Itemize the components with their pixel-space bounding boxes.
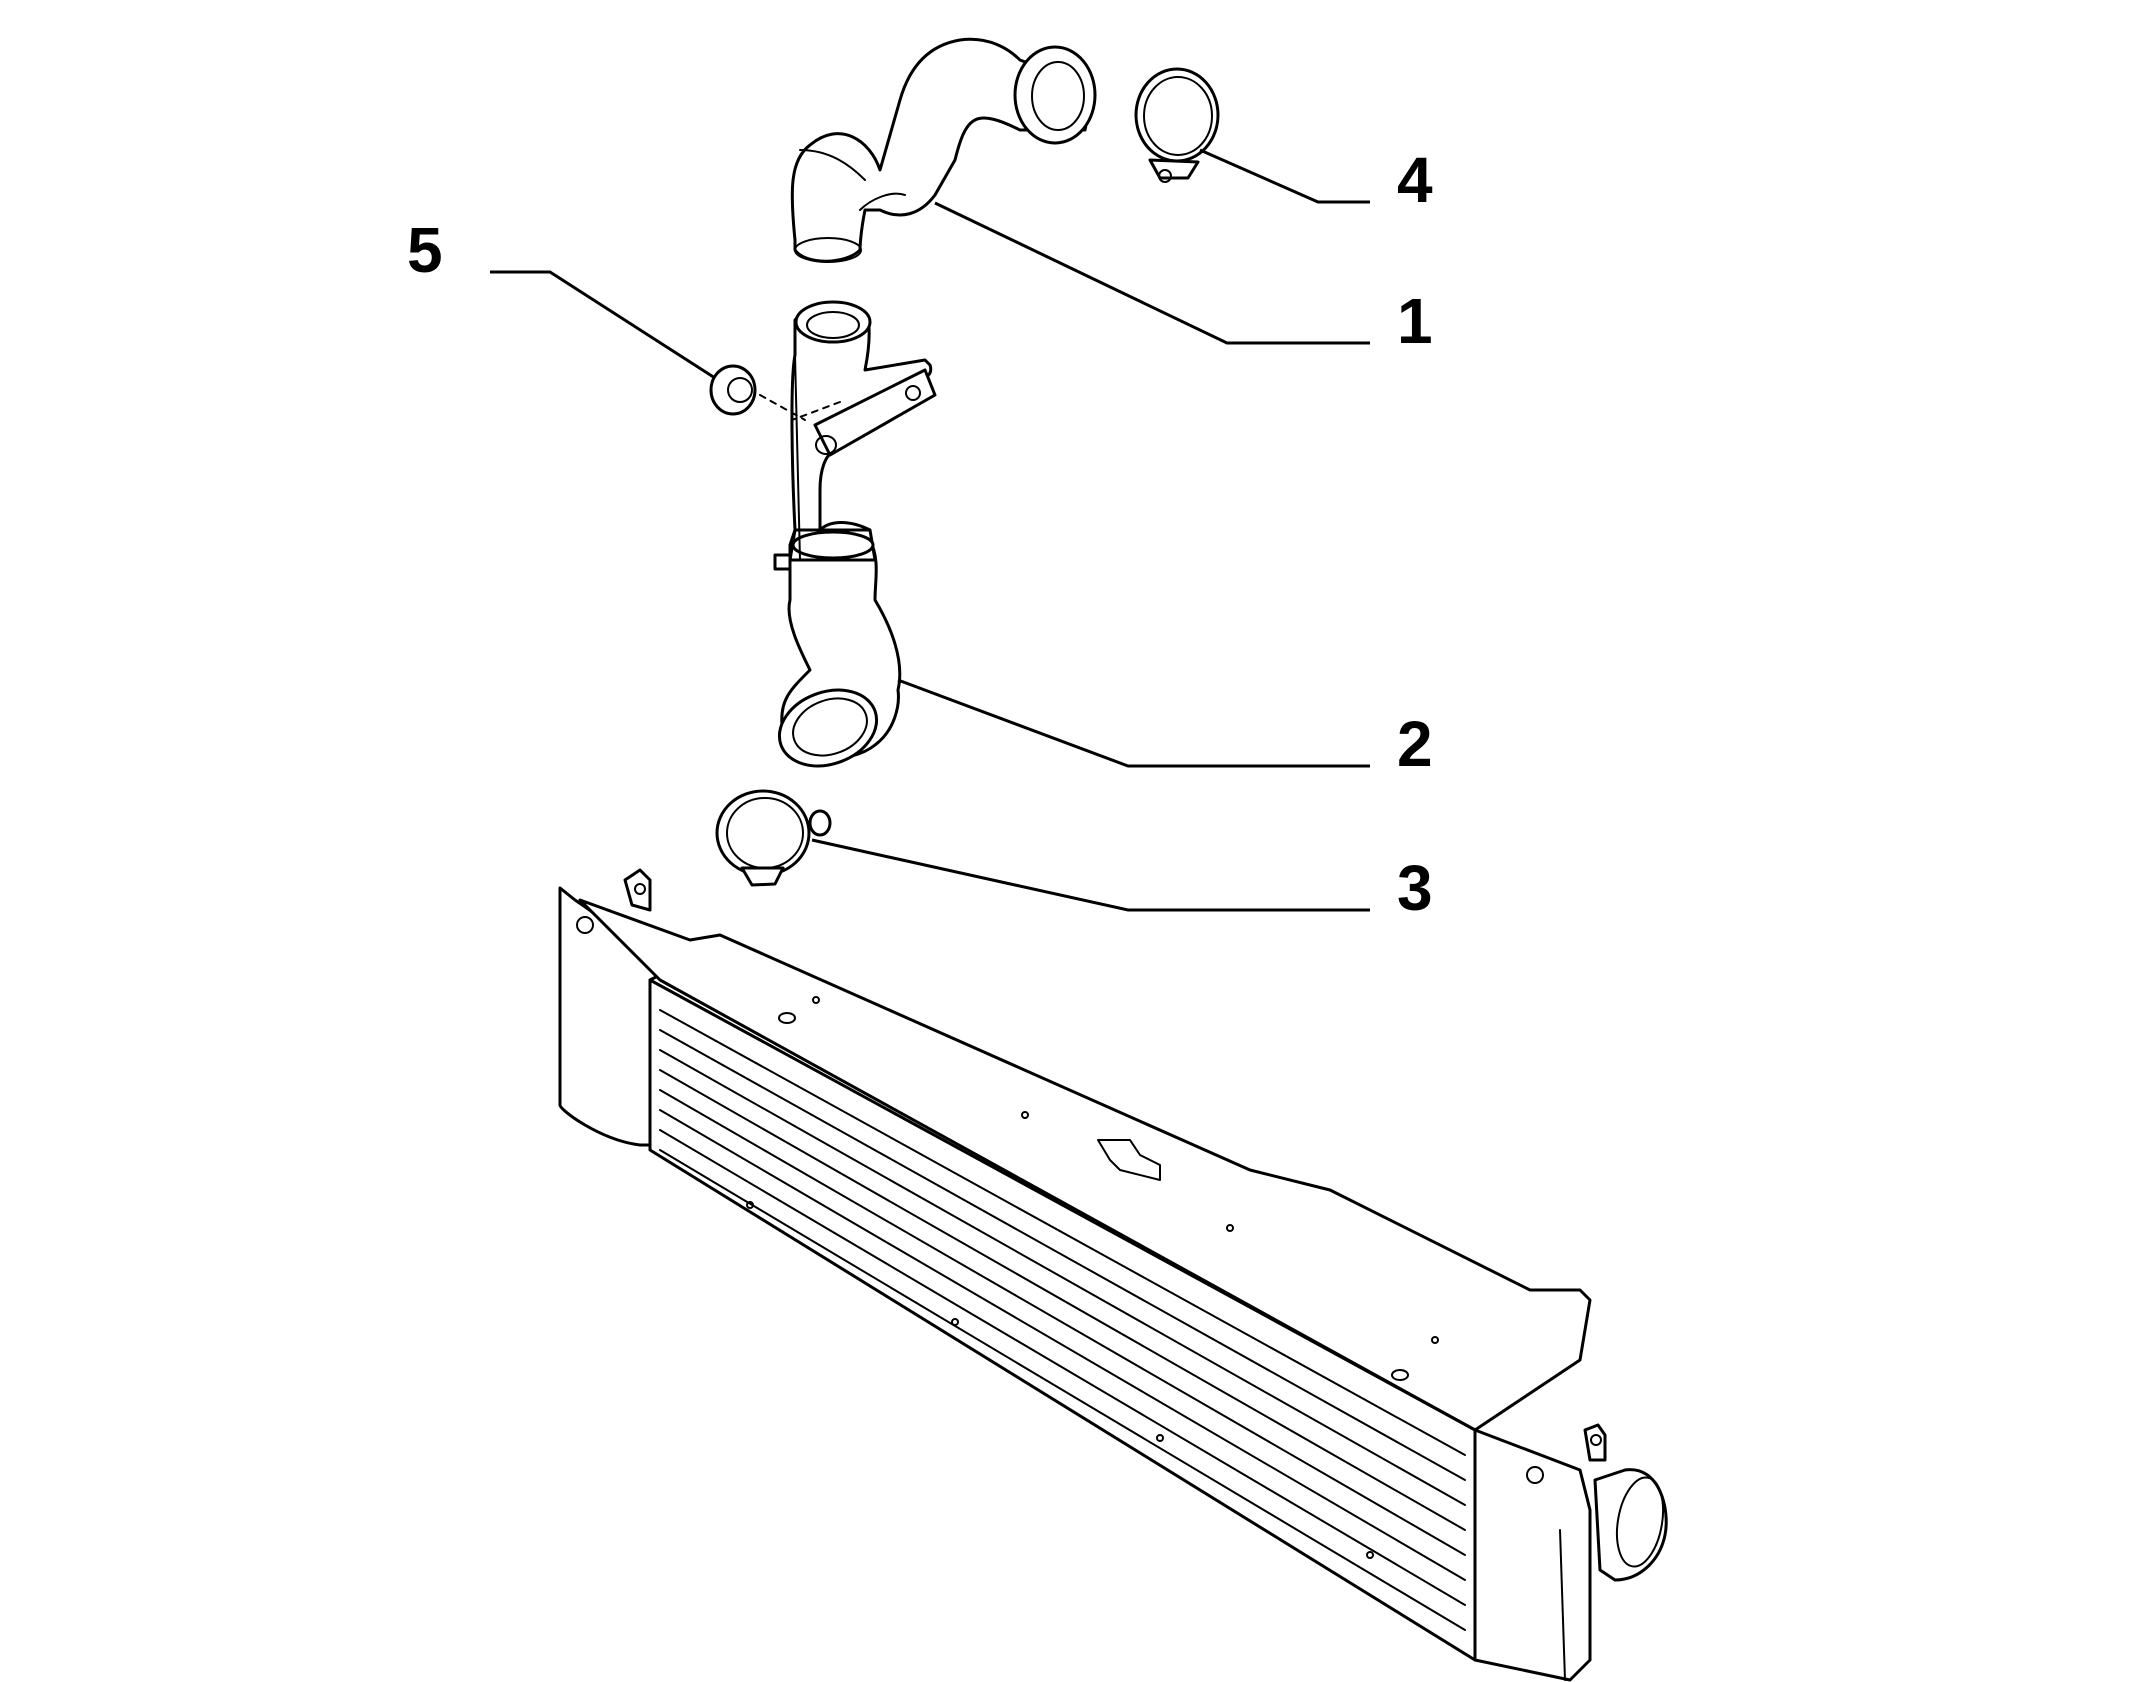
leader-line-3 — [811, 838, 1370, 912]
callout-4: 4 — [1397, 144, 1433, 216]
lower-clamp — [715, 789, 832, 887]
upper-clamp — [1134, 67, 1220, 183]
upper-hose — [790, 37, 1097, 263]
leader-line-1 — [934, 201, 1370, 345]
lower-pipe — [773, 300, 937, 768]
leader-line-2 — [897, 678, 1370, 768]
callout-labels: 1 2 3 4 5 — [407, 144, 1433, 924]
leader-line-5 — [490, 270, 716, 380]
callout-2: 2 — [1397, 708, 1433, 780]
callout-3: 3 — [1397, 852, 1433, 924]
leader-lines — [490, 148, 1370, 912]
leader-line-4 — [1199, 148, 1370, 204]
intercooler — [558, 868, 1668, 1682]
callout-5: 5 — [407, 214, 443, 286]
callout-1: 1 — [1397, 285, 1433, 357]
grommet — [709, 364, 806, 421]
